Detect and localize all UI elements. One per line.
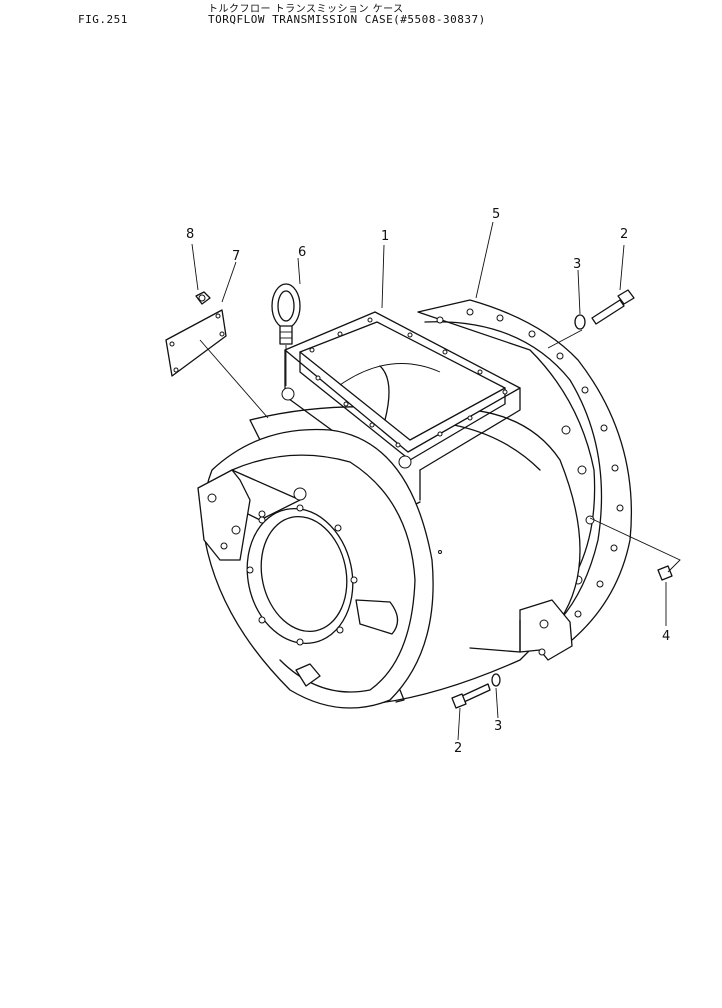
callout-7: 7 [232, 249, 240, 264]
figure-title: TORQFLOW TRANSMISSION CASE(#5508-30837) [208, 13, 486, 26]
upper-bolt [591, 289, 635, 325]
callout-3-upper: 3 [573, 257, 581, 272]
bolt [195, 291, 211, 305]
figure-number: FIG.251 [78, 13, 128, 26]
figure-title-japanese: トルクフロー トランスミッション ケース [208, 4, 404, 15]
rear-flange [417, 299, 633, 641]
cover-plate [165, 309, 227, 377]
callout-2-lower: 2 [454, 741, 462, 756]
dowel-pin [657, 565, 673, 581]
lower-washer [491, 673, 501, 687]
callout-2-upper: 2 [620, 227, 628, 242]
callout-8: 8 [186, 227, 194, 242]
callout-4: 4 [662, 629, 670, 644]
callout-1: 1 [381, 229, 389, 244]
eye-bolt [271, 283, 301, 345]
callout-6: 6 [298, 245, 306, 260]
upper-washer [574, 314, 586, 330]
callout-5: 5 [492, 207, 500, 222]
callout-3-lower: 3 [494, 719, 502, 734]
lower-bolt [451, 683, 491, 709]
front-housing [197, 428, 442, 709]
